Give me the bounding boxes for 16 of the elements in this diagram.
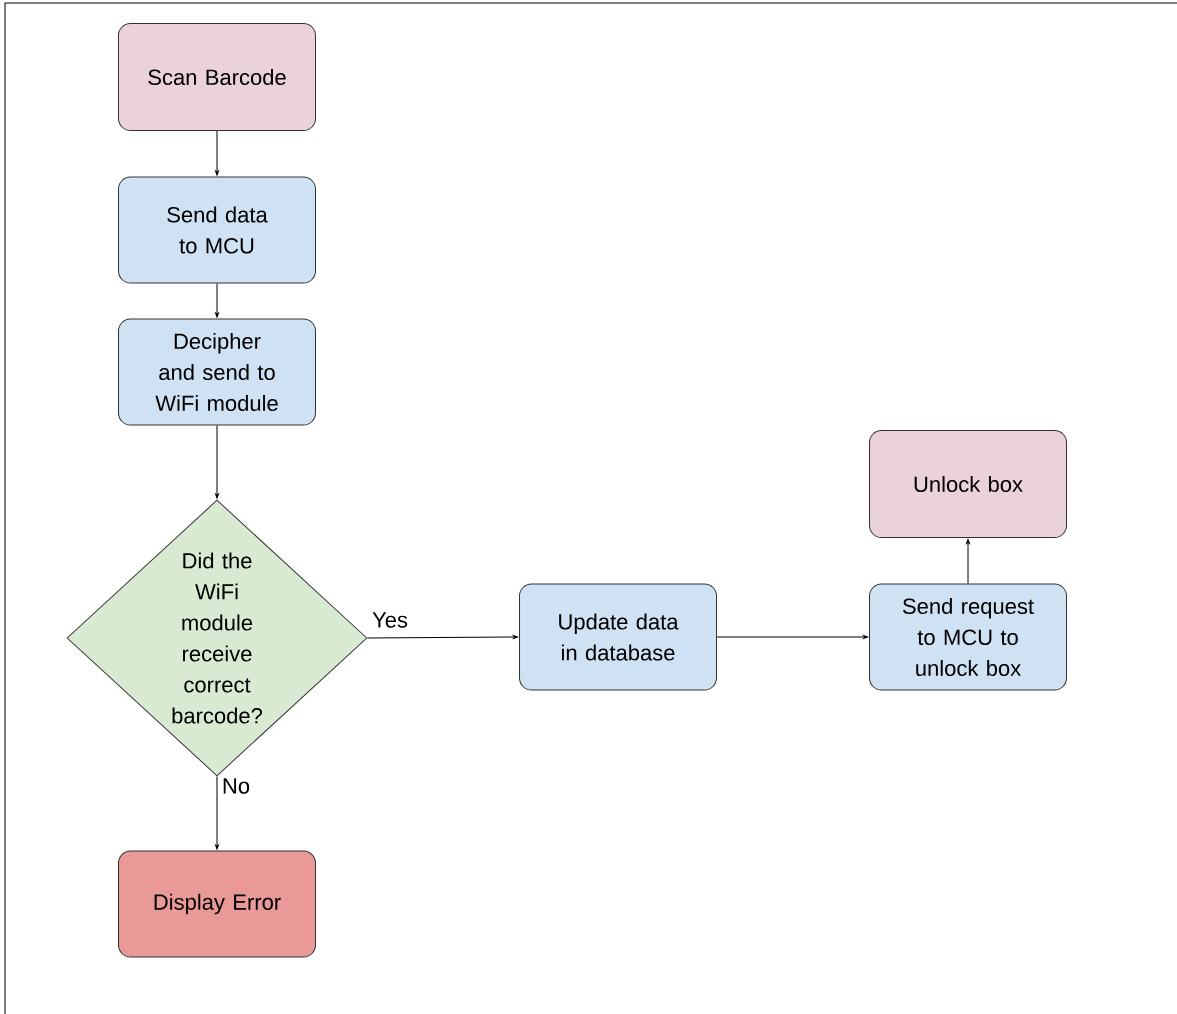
edge-label: Yes (371, 611, 409, 629)
arrow (367, 635, 518, 639)
process-box: Update data in database (519, 583, 717, 691)
edge-label: No (220, 777, 252, 795)
arrow (966, 539, 970, 584)
arrow (716, 635, 869, 639)
process-box: Scan Barcode (118, 23, 316, 131)
process-box: Send data to MCU (118, 176, 316, 284)
arrow (215, 776, 219, 850)
process-box: Display Error (118, 850, 316, 958)
arrow (215, 283, 219, 318)
process-box: Unlock box (869, 430, 1067, 538)
process-box: Send request to MCU to unlock box (869, 583, 1067, 691)
arrow (215, 425, 219, 499)
arrow (215, 130, 219, 176)
process-box: Decipher and send to WiFi module (118, 318, 316, 426)
